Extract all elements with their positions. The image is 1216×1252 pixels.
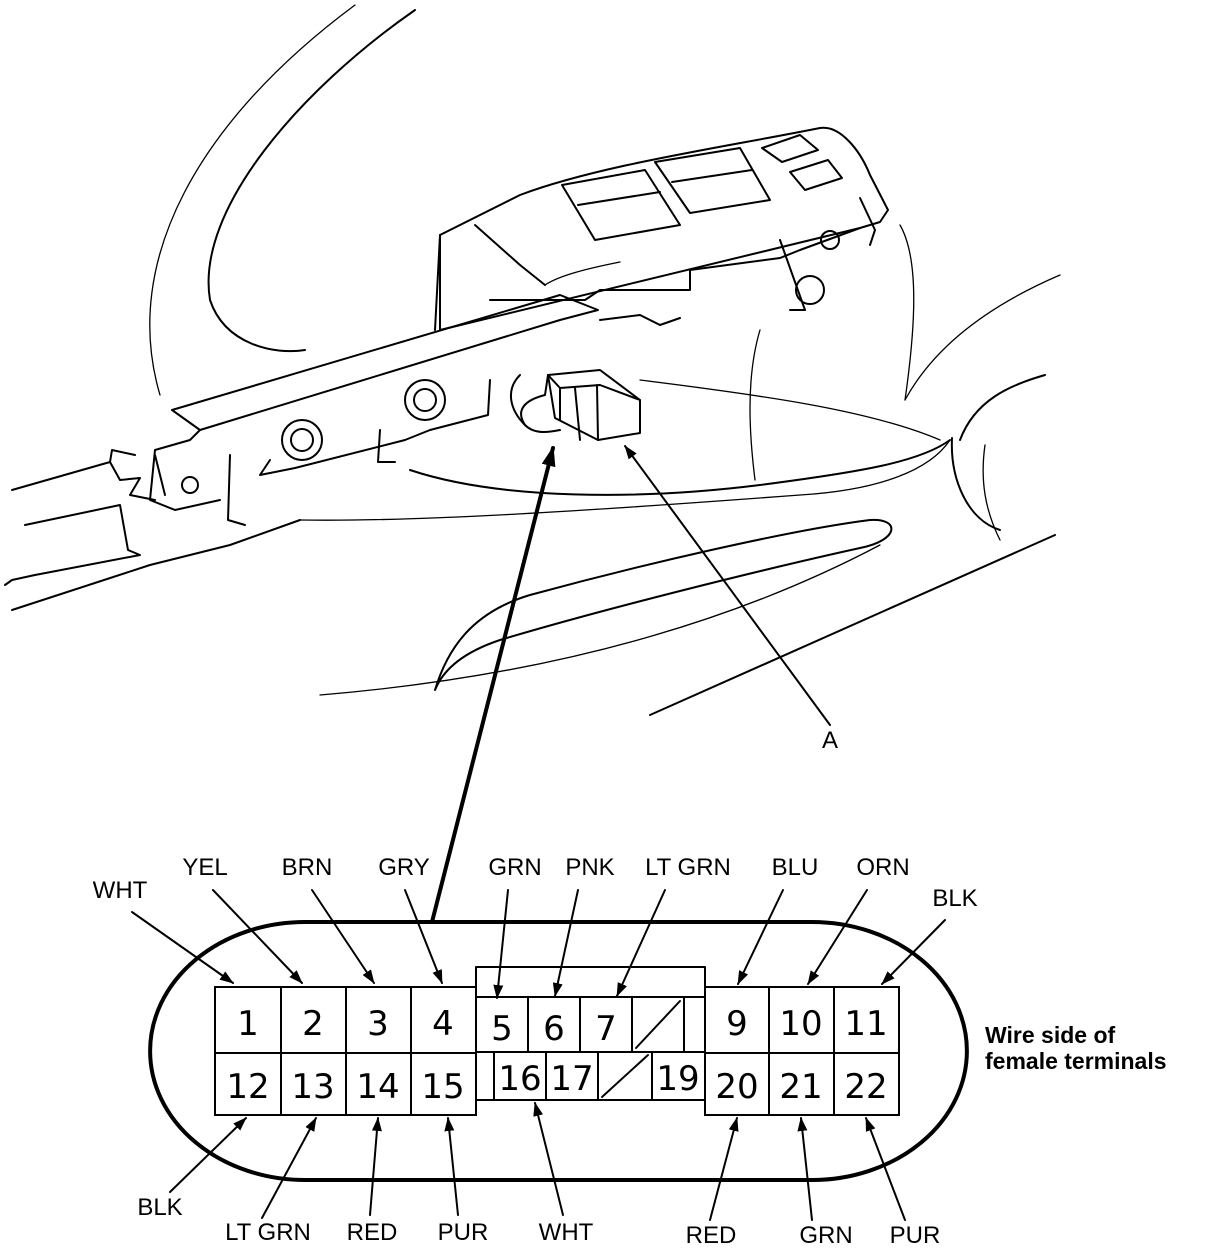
pin-number: 9 (726, 1004, 748, 1044)
bottom-wire-leaders (169, 1102, 906, 1221)
pin-number: 16 (498, 1059, 541, 1099)
pin-number: 7 (595, 1009, 617, 1049)
pin-number: 6 (543, 1009, 565, 1049)
wire-side-note-line1: Wire side of (985, 1022, 1115, 1048)
pin-number: 11 (844, 1004, 887, 1044)
center-key-outline (475, 966, 706, 998)
pin-cell-17 (545, 1051, 599, 1101)
wire-color-label: LT GRN (645, 854, 731, 881)
pin-number: 2 (302, 1004, 324, 1044)
pin-cell-1 (214, 986, 282, 1054)
top-wire-leaders (131, 889, 946, 999)
pin-number: 14 (356, 1067, 399, 1107)
pin-number: 22 (844, 1067, 887, 1107)
wire-color-label: RED (347, 1219, 398, 1246)
pin-number: 5 (491, 1009, 513, 1049)
wire-color-label: BLU (772, 854, 819, 881)
location-arrow (430, 446, 556, 924)
pin-number: 12 (226, 1067, 269, 1107)
pin-cell-4 (410, 986, 477, 1054)
pin-cell-16 (493, 1051, 547, 1101)
bottom-wire-labels: BLK LT GRN RED PUR WHT RED GRN PUR (137, 1194, 940, 1249)
wire-color-label: WHT (539, 1219, 594, 1246)
pin-cell-20 (704, 1052, 770, 1116)
wire-color-label: PNK (565, 854, 614, 881)
wire-color-label: LT GRN (225, 1219, 311, 1246)
pin-number: 15 (421, 1067, 464, 1107)
wire-side-note-line2: female terminals (985, 1048, 1167, 1074)
pin-cell-9 (704, 986, 770, 1054)
wire-color-label: BRN (282, 854, 333, 881)
wire-color-label: PUR (438, 1219, 489, 1246)
wire-color-label: BLK (137, 1194, 182, 1221)
pin-number: 10 (779, 1004, 822, 1044)
pin-number: 4 (432, 1004, 454, 1044)
pin-number: 1 (237, 1004, 259, 1044)
pin-cell-22 (833, 1052, 900, 1116)
wire-color-label: GRN (488, 854, 541, 881)
pin-cell-10 (768, 986, 835, 1054)
callout-a: A (624, 445, 838, 754)
pin-number: 21 (779, 1067, 822, 1107)
pin-number: 20 (715, 1067, 758, 1107)
pin-number: 13 (291, 1067, 334, 1107)
wire-color-label: ORN (856, 854, 909, 881)
wire-color-label: YEL (182, 854, 227, 881)
wire-color-label: BLK (932, 885, 977, 912)
wire-color-label: RED (686, 1222, 737, 1249)
wire-color-label: GRY (378, 854, 430, 881)
top-wire-labels: WHT YEL BRN GRY GRN PNK LT GRN BLU ORN B… (93, 854, 978, 912)
door-panel-illustration (4, 4, 1061, 716)
pin-number: 19 (656, 1059, 699, 1099)
wire-color-label: WHT (93, 877, 148, 904)
pin-cell-3 (345, 986, 412, 1054)
pin-cell-13 (280, 1052, 347, 1116)
callout-a-label: A (822, 727, 838, 754)
pin-number: 17 (550, 1059, 593, 1099)
connector-face: 1 2 3 4 5 6 7 9 10 11 12 13 14 15 16 17 … (148, 920, 969, 1182)
wire-color-label: PUR (890, 1222, 941, 1249)
wire-side-note: Wire side of female terminals (985, 1022, 1167, 1074)
pin-cell-21 (768, 1052, 835, 1116)
pin-number: 3 (367, 1004, 389, 1044)
pin-cell-15 (410, 1052, 477, 1116)
wire-color-label: GRN (799, 1222, 852, 1249)
pin-cell-14 (345, 1052, 412, 1116)
